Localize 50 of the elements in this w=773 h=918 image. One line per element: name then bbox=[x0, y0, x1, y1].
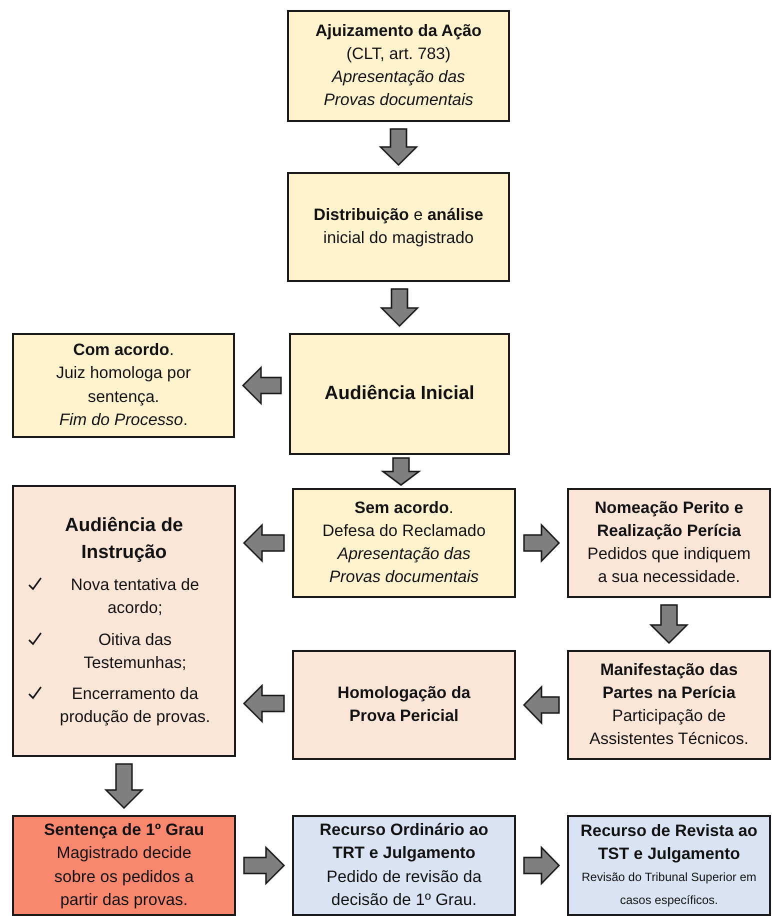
box-heading: Ajuizamento da Ação bbox=[315, 20, 482, 42]
process-box bbox=[567, 488, 771, 598]
process-box bbox=[287, 10, 510, 122]
process-box bbox=[12, 815, 236, 916]
box-heading: Audiência de Instrução bbox=[64, 514, 184, 565]
box-heading: Sentença de 1º Grau bbox=[44, 820, 204, 842]
block-arrow bbox=[242, 523, 285, 563]
block-arrow bbox=[380, 288, 420, 328]
block-arrow bbox=[104, 763, 144, 810]
box-note: Apresentação das Provas documentais bbox=[328, 544, 480, 588]
checklist-item: Oitiva das Testemunhas; bbox=[82, 630, 188, 674]
box-text: Com acordo. bbox=[73, 340, 174, 362]
checklist-item: Encerramento da produção de provas. bbox=[58, 684, 212, 728]
box-description: Revisão do Tribunal Superior em casos específicos. bbox=[580, 868, 758, 909]
box-text: Magistrado decide sobre os pedidos a partir das provas. bbox=[53, 843, 195, 911]
checklist-item: Nova tentativa de acordo; bbox=[70, 575, 200, 620]
process-box bbox=[287, 172, 510, 282]
process-box bbox=[12, 485, 236, 757]
box-heading: Recurso Ordinário ao TRT e Julgamento bbox=[318, 820, 490, 864]
box-note: Apresentação das Provas documentais bbox=[322, 67, 474, 112]
block-arrow bbox=[380, 457, 422, 486]
box-heading: Recurso de Revista ao TST e Julgamento bbox=[580, 820, 758, 865]
block-arrow bbox=[242, 366, 282, 406]
box-heading: Audiência Inicial bbox=[324, 382, 474, 406]
block-arrow bbox=[523, 846, 560, 886]
block-arrow bbox=[378, 128, 418, 166]
process-box bbox=[292, 650, 516, 760]
box-text: Pedidos que indiquem a sua necessidade. bbox=[586, 544, 752, 588]
process-box bbox=[292, 815, 516, 916]
process-box bbox=[567, 815, 771, 916]
box-text: Defesa do Reclamado bbox=[322, 520, 486, 542]
box-text: Sem acordo. bbox=[354, 498, 454, 519]
process-box bbox=[292, 488, 516, 598]
box-text: Distribuição e análise inicial do magistrado bbox=[312, 204, 484, 249]
process-box bbox=[12, 333, 235, 438]
process-box bbox=[567, 650, 771, 760]
box-text: Pedido de revisão da decisão de 1º Grau. bbox=[325, 866, 483, 911]
block-arrow bbox=[523, 523, 560, 563]
box-text: Fim do Processo. bbox=[59, 410, 188, 431]
block-arrow bbox=[242, 684, 285, 724]
box-text: Participação de Assistentes Técnicos. bbox=[588, 706, 750, 750]
box-heading: Manifestação das Partes na Perícia bbox=[599, 660, 739, 704]
box-heading: Homologação da Prova Pericial bbox=[336, 682, 472, 727]
block-arrow bbox=[243, 846, 286, 886]
block-arrow bbox=[522, 685, 560, 725]
box-text: (CLT, art. 783) bbox=[346, 44, 451, 65]
box-heading: Nomeação Perito e Realização Perícia bbox=[594, 498, 744, 542]
process-box bbox=[289, 333, 510, 455]
box-text: Juiz homologa por sentença. bbox=[55, 363, 192, 408]
block-arrow bbox=[649, 604, 689, 644]
